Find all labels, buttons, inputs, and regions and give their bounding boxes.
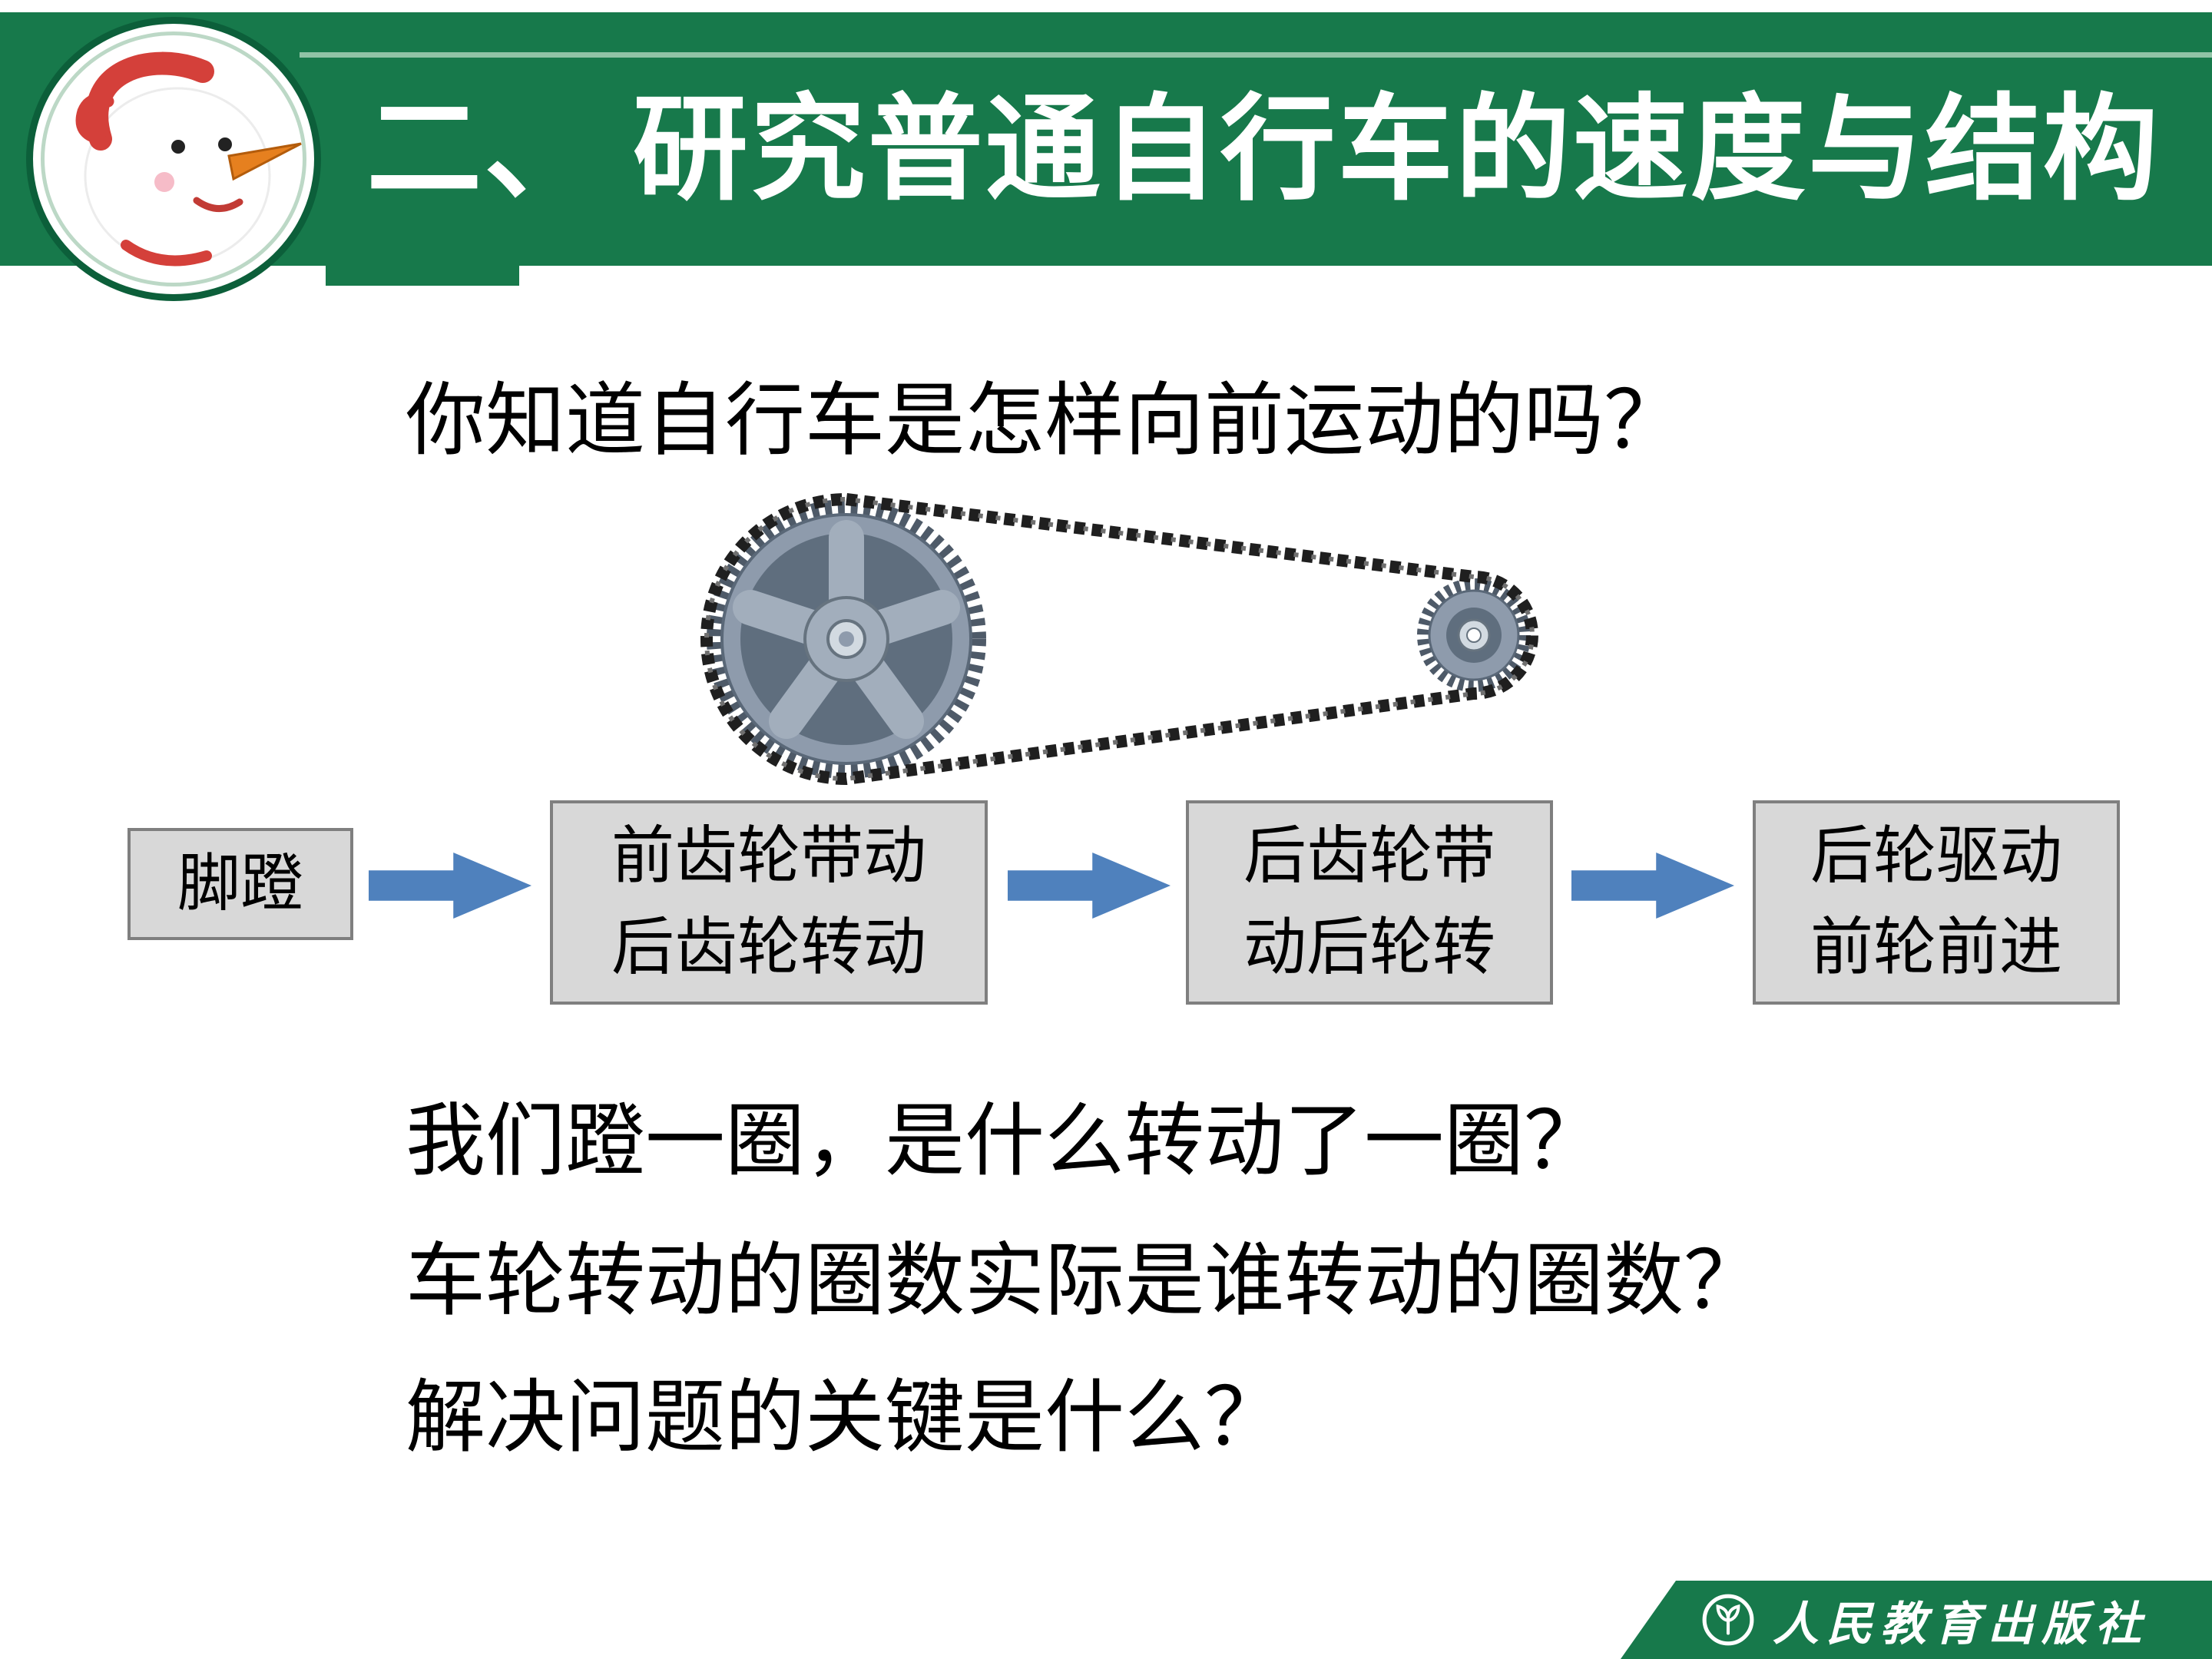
flow-step-label: 后齿轮带 (1243, 821, 1495, 892)
flow-step-label: 后齿轮转动 (611, 912, 926, 982)
rear-sprocket-icon (1417, 578, 1531, 692)
flow-step-rear-wheel: 后轮驱动 前轮前进 (1753, 800, 2120, 1005)
chain-drive-illustration (676, 488, 1582, 803)
flow-step-label: 前轮前进 (1810, 912, 2062, 982)
flow-step-label: 脚蹬 (177, 848, 303, 919)
question-1: 我们蹬一圈，是什么转动了一圈？ (406, 1098, 1604, 1186)
question-2: 车轮转动的圈数实际是谁转动的圈数？ (406, 1237, 1764, 1326)
block-arrow-right-icon (369, 853, 531, 919)
flow-step-label: 前齿轮带动 (611, 821, 926, 892)
intro-question-text: 你知道自行车是怎样向前运动的吗？ (406, 377, 1684, 465)
flow-step-label: 后轮驱动 (1810, 821, 2062, 892)
seedling-circle-icon (1702, 1594, 1754, 1646)
front-chainring-icon (707, 499, 986, 779)
flow-step-rear-gear: 后齿轮带 动后轮转 (1186, 800, 1553, 1005)
flow-step-front-gear: 前齿轮带动 后齿轮转动 (550, 800, 988, 1005)
question-3: 解决问题的关键是什么？ (406, 1374, 1285, 1462)
block-arrow-right-icon (1008, 853, 1171, 919)
flow-step-pedal: 脚蹬 (127, 828, 353, 940)
mascot-badge (26, 17, 321, 301)
footer-bar: 人民教育出版社 (1621, 1581, 2212, 1659)
chain-gears-icon (700, 492, 1538, 786)
publisher-name: 人民教育出版社 (1773, 1598, 2149, 1650)
header-step (326, 266, 519, 286)
flow-step-label: 动后轮转 (1243, 912, 1495, 982)
chain-icon (700, 492, 1538, 786)
block-arrow-right-icon (1571, 853, 1734, 919)
snowman-icon (75, 51, 302, 267)
page-title: 二、 研究普通自行车的速度与结构 (366, 86, 2161, 214)
header-accent-line (300, 52, 2212, 58)
